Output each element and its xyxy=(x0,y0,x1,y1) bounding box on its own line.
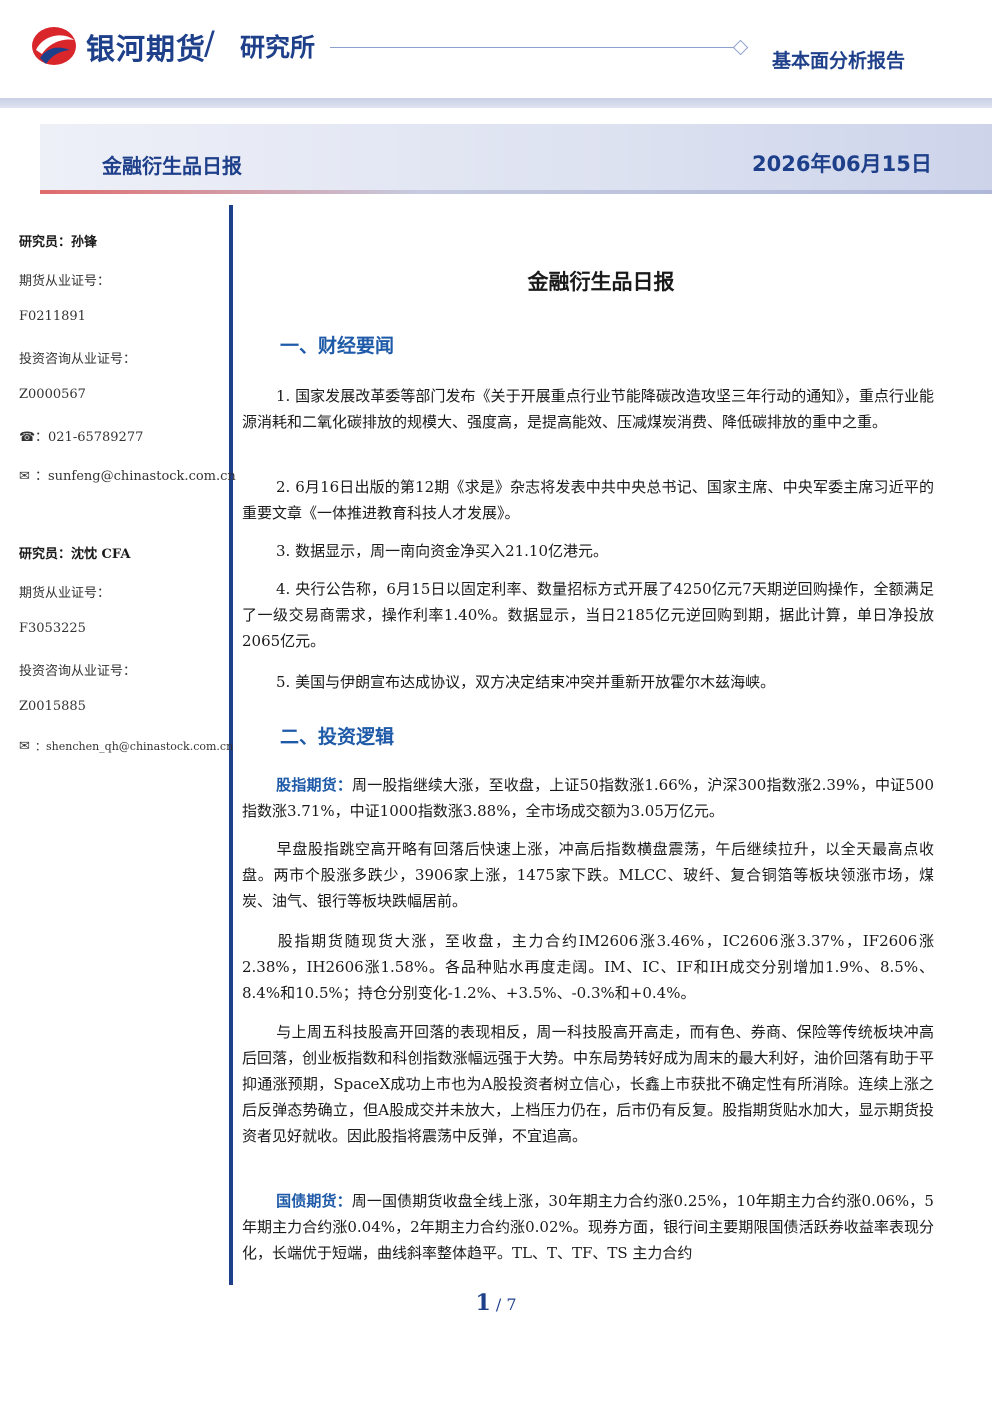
researcher-name: 研究员：孙锋 xyxy=(19,235,98,250)
title-bar xyxy=(40,124,992,192)
paragraph: 与上周五科技股高开回落的表现相反，周一科技股高开高走，而有色、券商、保险等传统板… xyxy=(242,1023,934,1145)
mail-icon: ✉ xyxy=(19,469,30,484)
brand-subtitle: 研究所 xyxy=(240,33,316,62)
consult-license-label: 投资咨询从业证号： xyxy=(19,664,137,679)
paragraph: 股指期货：周一股指继续大涨，至收盘，上证50指数涨1.66%，沪深300指数涨2… xyxy=(242,776,934,820)
section-heading: 二、投资逻辑 xyxy=(280,726,395,748)
news-item: 1. 国家发展改革委等部门发布《关于开展重点行业节能降碳改造攻坚三年行动的通知》… xyxy=(242,387,934,431)
brand-name: 银河期货 xyxy=(86,32,207,66)
futures-license-number: F0211891 xyxy=(19,309,86,324)
total-pages: 7 xyxy=(506,1295,517,1314)
report-type: 基本面分析报告 xyxy=(772,50,906,72)
page-separator: / xyxy=(495,1295,502,1314)
news-item: 3. 数据显示，周一南向资金净买入21.10亿港元。 xyxy=(276,542,609,560)
title-bar-underline xyxy=(40,190,992,194)
section-heading: 一、财经要闻 xyxy=(280,335,395,357)
document-title: 金融衍生品日报 xyxy=(527,270,675,294)
paragraph: 早盘股指跳空高开略有回落后快速上涨，冲高后指数横盘震荡，午后继续拉升，以全天最高… xyxy=(242,840,934,910)
keyword-label: 国债期货： xyxy=(276,1192,352,1210)
phone-icon: ☎ xyxy=(19,430,36,445)
page-header: 银河期货 / 研究所 基本面分析报告 xyxy=(0,0,992,100)
keyword-label: 股指期货： xyxy=(276,776,353,794)
report-date: 2026年06月15日 xyxy=(752,152,932,176)
consult-license-number: Z0000567 xyxy=(19,387,86,402)
diamond-icon xyxy=(732,39,749,56)
email-address[interactable]: ：shenchen_qh@chinastock.com.cn xyxy=(35,740,234,753)
futures-license-number: F3053225 xyxy=(19,621,86,636)
sidebar-divider xyxy=(229,205,233,1285)
futures-license-label: 期货从业证号： xyxy=(19,586,111,601)
phone-number: ：021-65789277 xyxy=(35,430,144,445)
email-address[interactable]: ：sunfeng@chinastock.com.cn xyxy=(35,469,236,484)
researcher-name: 研究员：沈忱 CFA xyxy=(19,547,131,562)
mail-icon: ✉ xyxy=(19,739,30,754)
futures-license-label: 期货从业证号： xyxy=(19,274,111,289)
page-number: 1 / 7 xyxy=(0,1290,992,1316)
galaxy-logo-icon xyxy=(32,27,76,65)
news-item: 4. 央行公告称，6月15日以固定利率、数量招标方式开展了4250亿元7天期逆回… xyxy=(242,580,934,650)
current-page: 1 xyxy=(475,1290,491,1316)
email-line[interactable]: ✉ ：sunfeng@chinastock.com.cn xyxy=(19,465,236,484)
news-item: 2. 6月16日出版的第12期《求是》杂志将发表中共中央总书记、国家主席、中央军… xyxy=(242,478,934,522)
phone-line: ☎：021-65789277 xyxy=(19,426,143,445)
header-divider xyxy=(330,47,734,48)
email-line[interactable]: ✉ ：shenchen_qh@chinastock.com.cn xyxy=(19,738,233,754)
brand-slash: / xyxy=(204,24,215,62)
consult-license-label: 投资咨询从业证号： xyxy=(19,352,137,367)
report-title: 金融衍生品日报 xyxy=(102,154,242,178)
header-band xyxy=(0,98,992,108)
news-item: 5. 美国与伊朗宣布达成协议，双方决定结束冲突并重新开放霍尔木兹海峡。 xyxy=(276,673,776,691)
consult-license-number: Z0015885 xyxy=(19,699,86,714)
paragraph: 股指期货随现货大涨，至收盘，主力合约IM2606涨3.46%，IC2606涨3.… xyxy=(242,932,934,1002)
paragraph: 国债期货：周一国债期货收盘全线上涨，30年期主力合约涨0.25%，10年期主力合… xyxy=(242,1192,934,1262)
